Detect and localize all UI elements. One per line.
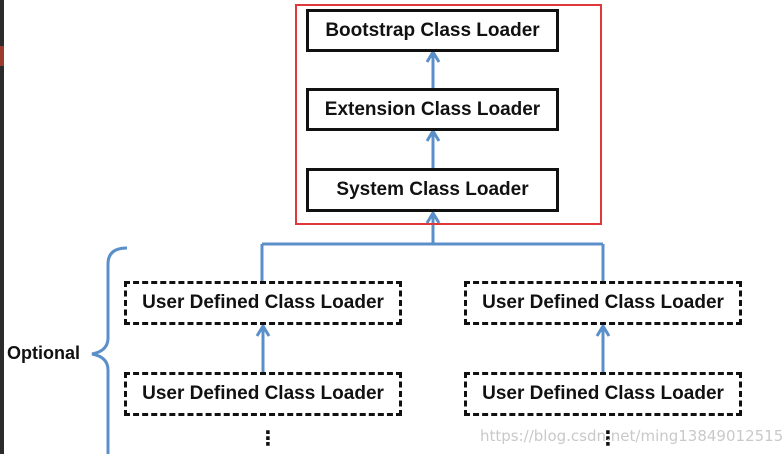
user-loader-right-upper-box: User Defined Class Loader — [464, 281, 742, 325]
left-edge-mark — [0, 46, 4, 66]
optional-brace — [91, 246, 128, 454]
extension-class-loader-label: Extension Class Loader — [324, 98, 541, 120]
highlight-frame — [295, 4, 602, 225]
user-loader-left-upper-label: User Defined Class Loader — [142, 292, 384, 313]
arrowhead-bootstrap — [425, 49, 441, 63]
system-class-loader-box: System Class Loader — [306, 168, 559, 212]
arrowhead-right-upper — [595, 323, 611, 337]
user-loader-left-upper-box: User Defined Class Loader — [124, 281, 402, 325]
left-ellipsis: ⋮ — [258, 428, 278, 450]
user-loader-right-lower-label: User Defined Class Loader — [482, 383, 724, 404]
bootstrap-class-loader-label: Bootstrap Class Loader — [325, 19, 540, 41]
optional-label: Optional — [7, 343, 80, 363]
system-class-loader-label: System Class Loader — [336, 179, 529, 200]
user-loader-left-lower-box: User Defined Class Loader — [124, 372, 402, 416]
user-loader-right-lower-box: User Defined Class Loader — [464, 372, 742, 416]
arrowhead-extension — [425, 128, 441, 142]
arrowhead-left-upper — [255, 323, 271, 337]
left-edge-strip — [0, 0, 4, 454]
extension-class-loader-box: Extension Class Loader — [306, 88, 559, 131]
arrowhead-system — [425, 210, 441, 224]
bootstrap-class-loader-box: Bootstrap Class Loader — [306, 9, 559, 52]
watermark-url: https://blog.csdn.net/ming13849012515 — [480, 427, 783, 445]
user-loader-right-upper-label: User Defined Class Loader — [482, 292, 724, 313]
user-loader-left-lower-label: User Defined Class Loader — [142, 383, 384, 404]
